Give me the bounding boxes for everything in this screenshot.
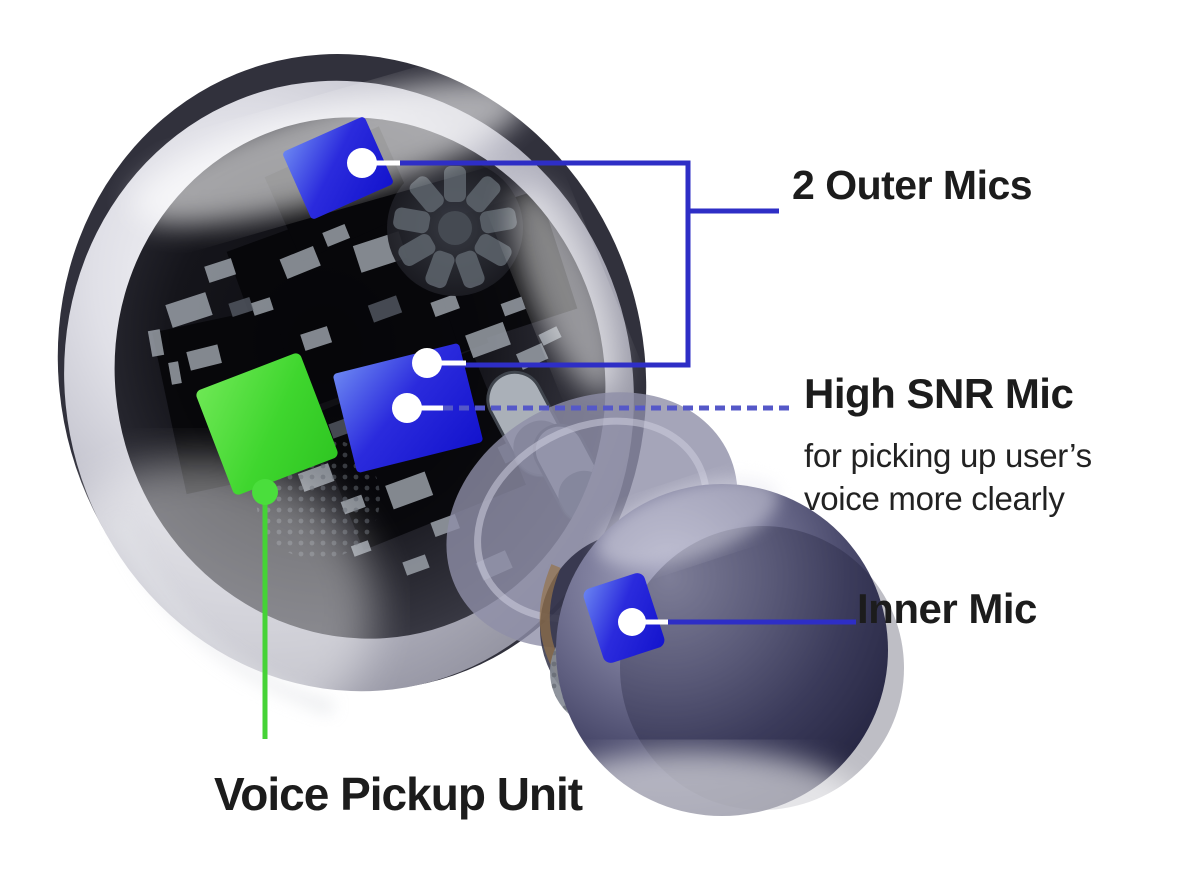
- voice-pickup-square: [196, 353, 338, 495]
- shell-fade-bottom-left: [25, 458, 375, 758]
- marker-dot-voice-pickup: [252, 479, 278, 505]
- outer-mic-square-top: [283, 117, 393, 219]
- label-inner-mic: Inner Mic: [857, 585, 1037, 632]
- marker-dot-high-snr: [392, 393, 422, 423]
- ear-tip-highlight: [596, 476, 780, 568]
- shell-highlight-right: [511, 185, 619, 395]
- callout-markers: [252, 148, 646, 636]
- callout-lines: [262, 160, 856, 739]
- label-voice-pickup-unit: Voice Pickup Unit: [214, 768, 583, 820]
- label-outer-mics: 2 Outer Mics: [792, 162, 1033, 208]
- label-high-snr-description: for picking up user’s voice more clearly: [804, 434, 1092, 520]
- ear-tip-shading: [620, 526, 904, 810]
- marker-dot-inner-mic: [618, 608, 646, 636]
- ear-tip-fade: [530, 750, 860, 854]
- marker-dot-outer-mic-1: [347, 148, 377, 178]
- label-high-snr-mic: High SNR Mic: [804, 370, 1074, 417]
- high-snr-desc-line-1: for picking up user’s: [804, 437, 1092, 474]
- fan-rotor: [387, 160, 523, 296]
- high-snr-desc-line-2: voice more clearly: [804, 480, 1065, 517]
- marker-dot-outer-mic-2: [412, 348, 442, 378]
- outer-mics-bracket-line: [366, 160, 691, 368]
